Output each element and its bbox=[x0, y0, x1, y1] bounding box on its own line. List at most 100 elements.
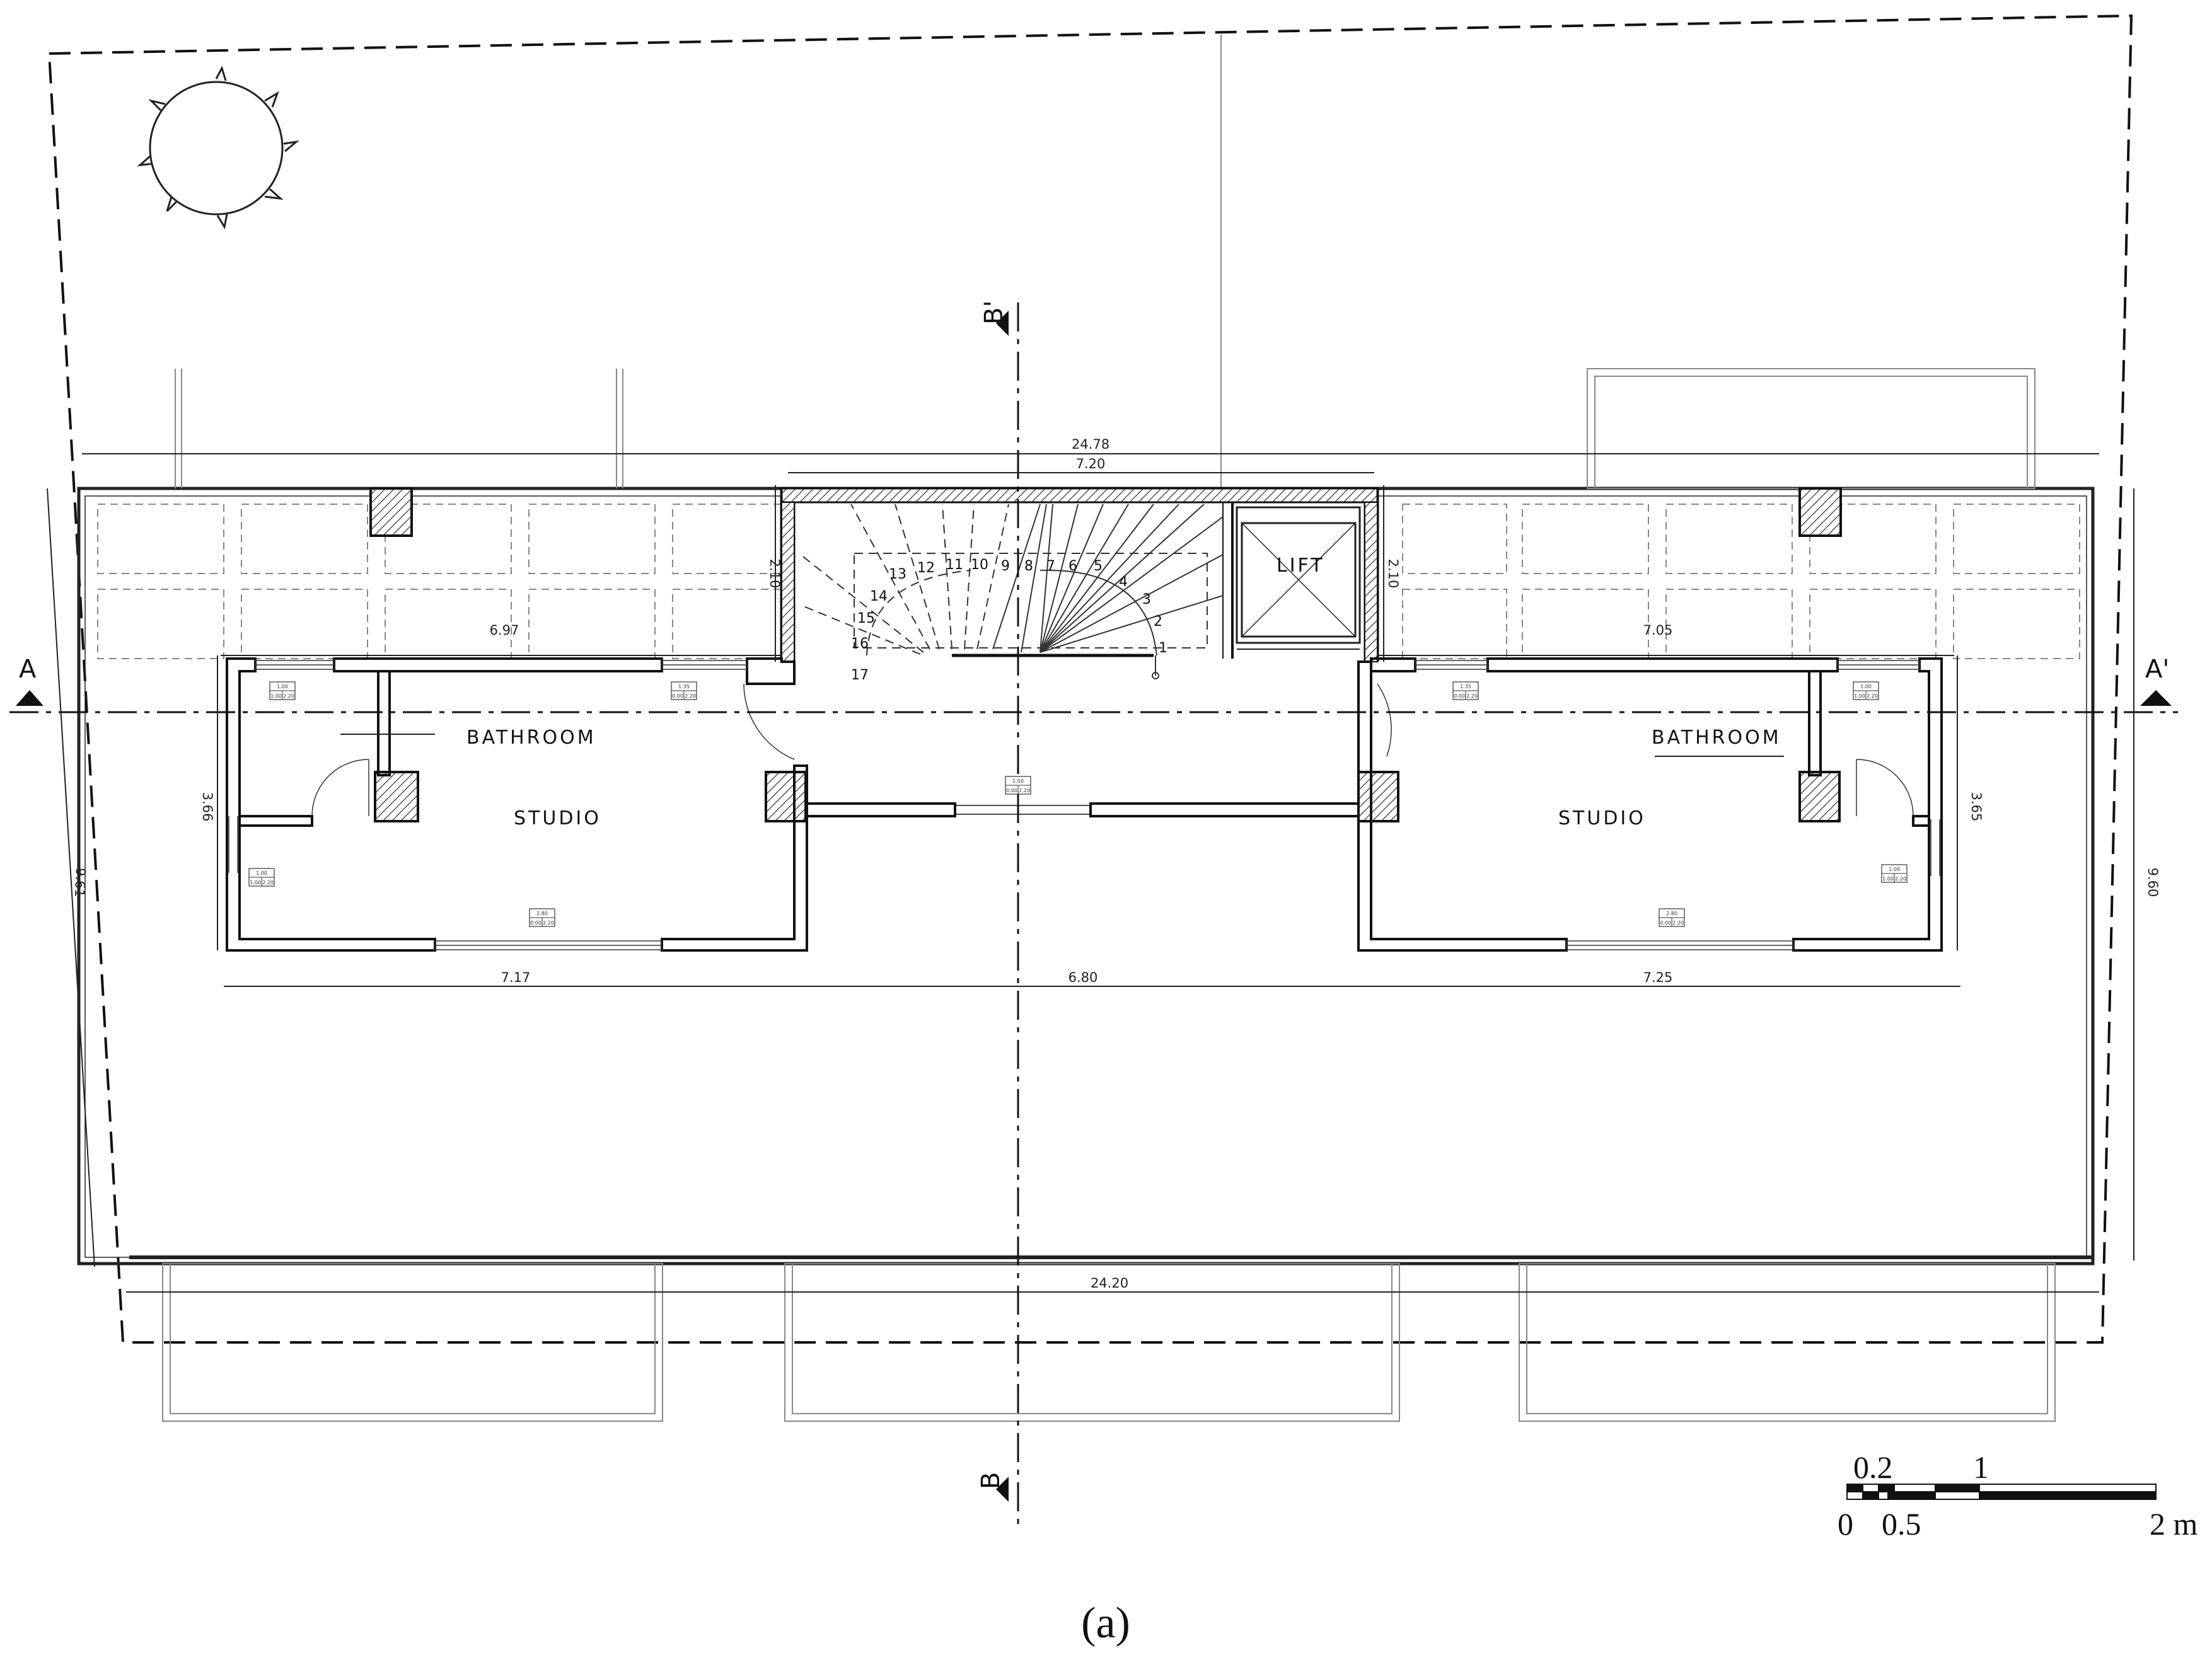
scale-label-0-5: 0.5 bbox=[1882, 1506, 1921, 1542]
section-lines bbox=[9, 303, 2178, 1525]
window-tag-value: 1.35 bbox=[1460, 684, 1471, 689]
stair-step-6: 6 bbox=[1068, 558, 1077, 574]
window-tag-value: 2.20 bbox=[685, 693, 696, 699]
window-tag-value: 0.00 bbox=[1660, 920, 1671, 926]
window-tag-value: 1.00 bbox=[270, 693, 282, 699]
window-tag-value: 2.80 bbox=[536, 911, 548, 916]
dim-bottom-width: 24.20 bbox=[1091, 1276, 1128, 1291]
dim-left-top: 6.97 bbox=[490, 623, 519, 638]
right-bathroom-label: BATHROOM bbox=[1652, 727, 1781, 749]
plot-boundary bbox=[47, 14, 2133, 1344]
window-tag-value: 2.20 bbox=[1895, 876, 1906, 882]
section-b-prime-label: B' bbox=[980, 301, 1009, 325]
stair-step-1: 1 bbox=[1159, 640, 1167, 656]
figure-caption: (a) bbox=[1081, 1599, 1130, 1647]
slab-outline bbox=[77, 487, 2095, 1266]
stair-step-4: 4 bbox=[1119, 574, 1128, 590]
dim-bottom-mid: 6.80 bbox=[1068, 970, 1098, 985]
right-studio-walls bbox=[1357, 657, 1943, 952]
window-tag-value: 1.00 bbox=[256, 870, 267, 876]
stair-step-16: 16 bbox=[851, 636, 869, 652]
corridor-walls bbox=[954, 802, 1360, 817]
window-tag-value: 2.20 bbox=[1867, 693, 1878, 699]
scale-label-0-2: 0.2 bbox=[1853, 1450, 1893, 1485]
dim-right-stair-depth: 2.10 bbox=[1386, 559, 1401, 589]
left-studio-walls bbox=[226, 657, 956, 952]
window-tag-value: 1.00 bbox=[1882, 876, 1894, 882]
right-windows bbox=[1377, 660, 1940, 950]
dimension-lines bbox=[47, 453, 2134, 1293]
window-tag-value: 2.20 bbox=[283, 693, 294, 699]
stair-step-5: 5 bbox=[1094, 558, 1103, 574]
section-a-prime-label: A' bbox=[2145, 655, 2169, 684]
lift-label: LIFT bbox=[1277, 555, 1325, 577]
section-b-label: B bbox=[976, 1472, 1005, 1489]
window-tag-value: 1.00 bbox=[1860, 684, 1872, 689]
dim-bottom-right: 7.25 bbox=[1643, 970, 1673, 985]
structural-columns bbox=[369, 487, 1842, 822]
tree-symbol bbox=[137, 66, 300, 230]
stair-step-12: 12 bbox=[917, 560, 935, 576]
stair-step-3: 3 bbox=[1142, 592, 1151, 608]
window-tag-value: 1.00 bbox=[1889, 867, 1900, 872]
stair-step-7: 7 bbox=[1046, 558, 1055, 574]
window-tag-value: 2.80 bbox=[1666, 911, 1677, 916]
left-bathroom-label: BATHROOM bbox=[466, 727, 596, 749]
scale-bar bbox=[1846, 1484, 2157, 1500]
dim-right-plot-depth: 9.60 bbox=[2145, 868, 2160, 897]
stair-step-17: 17 bbox=[851, 667, 869, 683]
dim-right-depth: 3.65 bbox=[1969, 792, 1984, 822]
dim-left-stair-depth: 2.10 bbox=[767, 559, 782, 589]
dim-left-depth: 3.66 bbox=[200, 792, 215, 822]
pergola-grid bbox=[97, 504, 2080, 659]
window-tag-value: 2.20 bbox=[1019, 788, 1030, 793]
dim-stair-width: 7.20 bbox=[1076, 456, 1106, 471]
stair-treads bbox=[800, 504, 1224, 679]
window-tag-value: 0.00 bbox=[1006, 788, 1017, 793]
scale-label-0: 0 bbox=[1838, 1506, 1853, 1542]
window-tag-value: 1.35 bbox=[678, 684, 690, 689]
window-tag-value: 2.20 bbox=[543, 920, 554, 926]
window-tag-value: 2.20 bbox=[1466, 693, 1478, 699]
stair-step-14: 14 bbox=[870, 589, 888, 604]
dim-top-width: 24.78 bbox=[1072, 437, 1109, 452]
window-tag-value: 1.00 bbox=[277, 684, 288, 689]
stair-step-9: 9 bbox=[1001, 558, 1010, 574]
dim-bottom-left: 7.17 bbox=[501, 970, 531, 985]
window-tag-value: 2.20 bbox=[262, 880, 274, 885]
adjacent-outlines bbox=[162, 35, 2056, 1422]
stair-step-2: 2 bbox=[1154, 614, 1162, 630]
stair-step-15: 15 bbox=[857, 611, 875, 626]
left-windows bbox=[228, 660, 795, 950]
stair-core bbox=[780, 487, 1379, 662]
scale-label-2m: 2 m bbox=[2150, 1506, 2198, 1542]
dim-left-plot-depth: 9.61 bbox=[72, 867, 88, 897]
window-tag-value: 1.50 bbox=[1012, 778, 1024, 784]
left-studio-label: STUDIO bbox=[514, 807, 601, 829]
window-tag-value: 0.00 bbox=[672, 693, 683, 699]
window-tag-value: 1.00 bbox=[1854, 693, 1865, 699]
window-tag-value: 0.00 bbox=[530, 920, 541, 926]
window-tag-value: 0.00 bbox=[1454, 693, 1465, 699]
stair-step-13: 13 bbox=[889, 567, 906, 582]
lift-shaft bbox=[1236, 506, 1361, 650]
right-studio-label: STUDIO bbox=[1558, 807, 1646, 829]
scale-label-1: 1 bbox=[1973, 1450, 1989, 1485]
window-tag-value: 1.00 bbox=[250, 880, 261, 885]
section-markers bbox=[16, 311, 2172, 1502]
stair-step-10: 10 bbox=[971, 557, 988, 573]
dim-right-top: 7.05 bbox=[1643, 623, 1673, 638]
window-tag-value: 2.20 bbox=[1672, 920, 1684, 926]
stair-step-11: 11 bbox=[946, 557, 963, 573]
